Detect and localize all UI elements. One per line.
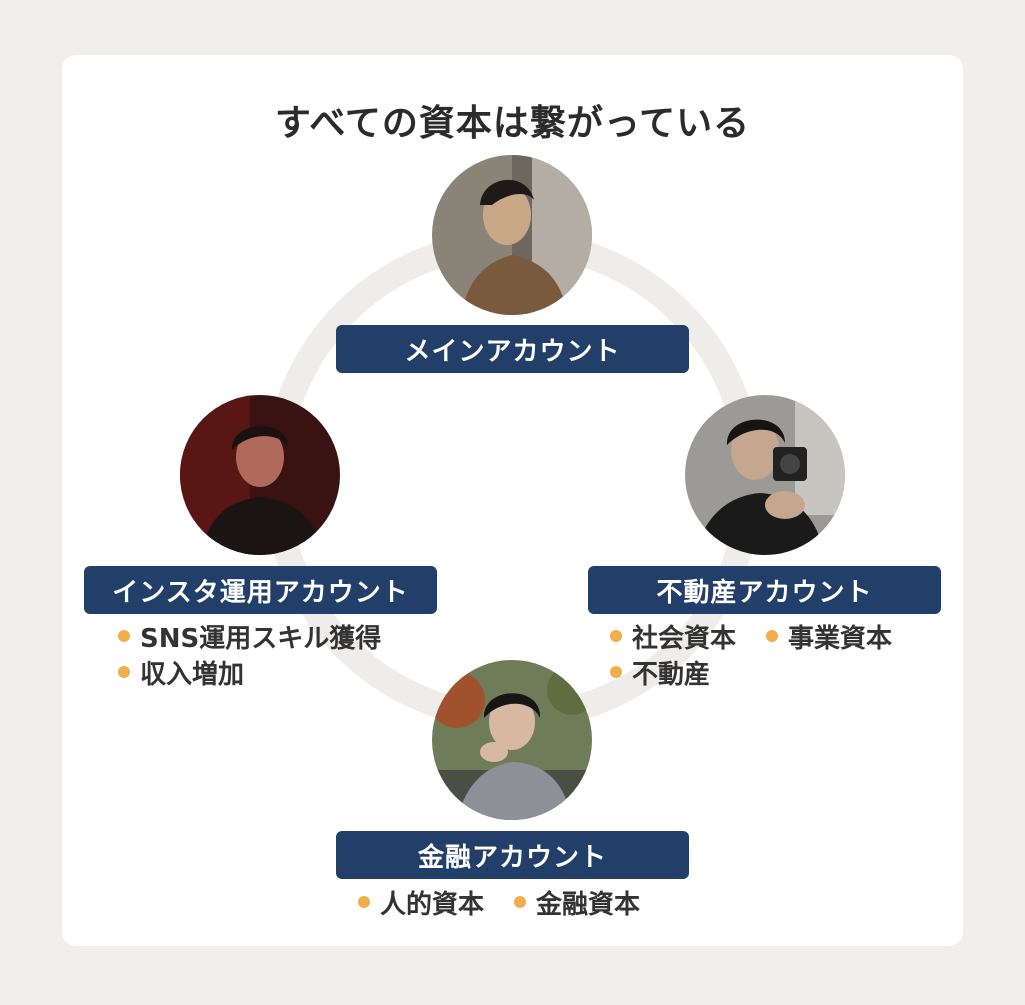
bullet-dot-icon: [766, 630, 779, 642]
bullet-dot-icon: [610, 666, 622, 678]
list-item: 金融資本: [514, 884, 640, 920]
bullet-row: 社会資本 事業資本: [610, 618, 892, 654]
bullet-dot-icon: [514, 896, 527, 908]
person-photo-icon: [432, 660, 592, 820]
bullet-dot-icon: [610, 630, 622, 642]
realestate-account-avatar: [685, 395, 845, 555]
instagram-account-label: インスタ運用アカウント: [84, 566, 437, 614]
bullet-row: 人的資本 金融資本: [358, 884, 640, 920]
finance-account-avatar: [432, 660, 592, 820]
instagram-benefits-list: SNS運用スキル獲得 収入増加: [118, 618, 381, 690]
bullet-dot-icon: [358, 896, 370, 908]
finance-benefits-list: 人的資本 金融資本: [358, 884, 640, 920]
bullet-dot-icon: [118, 630, 130, 642]
list-item: 不動産: [610, 654, 892, 690]
list-item: SNS運用スキル獲得: [118, 618, 381, 654]
main-account-label: メインアカウント: [336, 325, 689, 373]
finance-account-label: 金融アカウント: [336, 831, 689, 879]
person-photo-icon: [685, 395, 845, 555]
diagram-title: すべての資本は繋がっている: [274, 103, 751, 144]
realestate-benefits-list: 社会資本 事業資本 不動産: [610, 618, 892, 690]
person-photo-icon: [180, 395, 340, 555]
main-account-avatar: [432, 155, 592, 315]
list-item: 人的資本: [358, 884, 484, 920]
bullet-dot-icon: [118, 666, 130, 678]
list-item: 社会資本: [610, 618, 736, 654]
list-item: 収入増加: [118, 654, 381, 690]
instagram-account-avatar: [180, 395, 340, 555]
realestate-account-label: 不動産アカウント: [588, 566, 941, 614]
person-photo-icon: [432, 155, 592, 315]
list-item: 事業資本: [766, 618, 892, 654]
